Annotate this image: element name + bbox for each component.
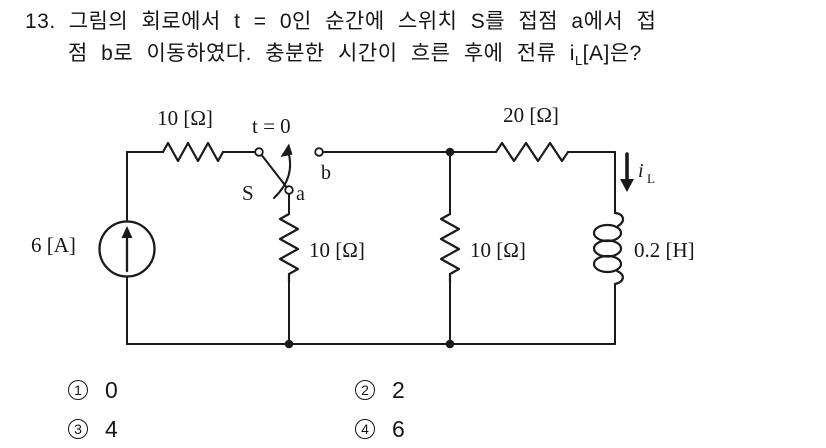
contact-b-label: b: [321, 162, 331, 184]
switch-arrowhead: [280, 143, 293, 157]
question-number: 13.: [25, 10, 56, 33]
choice-3-marker: 3: [68, 419, 88, 439]
question-text-1: 그림의 회로에서 t = 0인 순간에 스위치 S를 접점 a에서 접: [68, 10, 657, 33]
resistor-r1: [161, 141, 225, 163]
inductor-coil: [592, 211, 625, 286]
choice-2-marker: 2: [355, 380, 375, 400]
junction-dot-top: [445, 147, 455, 157]
resistor-r4-label: 20 [Ω]: [503, 103, 559, 127]
choice-4-marker: 4: [355, 419, 375, 439]
junction-dot-bottom-left: [284, 339, 294, 349]
question-text-2-end: [A]은?: [582, 42, 642, 65]
current-source: [98, 220, 156, 278]
resistor-r3-label: 10 [Ω]: [470, 238, 526, 262]
inductor-value-label: 0.2 [H]: [634, 238, 695, 262]
switch-time-label: t = 0: [252, 114, 291, 138]
current-subscript: L: [574, 53, 583, 69]
junction-dot-bottom-right: [445, 339, 455, 349]
choice-1-value: 0: [105, 376, 118, 403]
resistor-r3: [439, 212, 461, 284]
inductor-current-label-sub: L: [647, 171, 655, 186]
question-line-1: 13. 그림의 회로에서 t = 0인 순간에 스위치 S를 접점 a에서 접: [25, 5, 656, 35]
contact-a-terminal: [284, 185, 294, 195]
current-source-arrowhead: [121, 226, 133, 238]
source-value-label: 6 [A]: [31, 233, 76, 257]
contact-a-label: a: [296, 183, 305, 205]
switch-pole-contact: [254, 147, 264, 157]
resistor-r2: [278, 212, 300, 284]
choice-4-value: 6: [392, 415, 405, 442]
resistor-r2-label: 10 [Ω]: [309, 238, 365, 262]
choice-3-value: 4: [105, 415, 118, 442]
choice-1-marker: 1: [68, 380, 88, 400]
contact-b-terminal: [314, 147, 324, 157]
resistor-r4: [494, 141, 570, 163]
switch-name-label: S: [242, 181, 254, 205]
question-text-2: 점 b로 이동하였다. 충분한 시간이 흐른 후에 전류 i: [68, 42, 575, 65]
resistor-r1-label: 10 [Ω]: [157, 106, 213, 130]
inductor-current-arrowhead: [620, 179, 634, 192]
choice-2-value: 2: [392, 376, 405, 403]
inductor-current-label: i: [638, 160, 644, 182]
question-line-2: 점 b로 이동하였다. 충분한 시간이 흐른 후에 전류 iL[A]은?: [68, 37, 642, 68]
switch-motion-arrow: [273, 150, 292, 199]
switch-blade: [261, 154, 287, 188]
